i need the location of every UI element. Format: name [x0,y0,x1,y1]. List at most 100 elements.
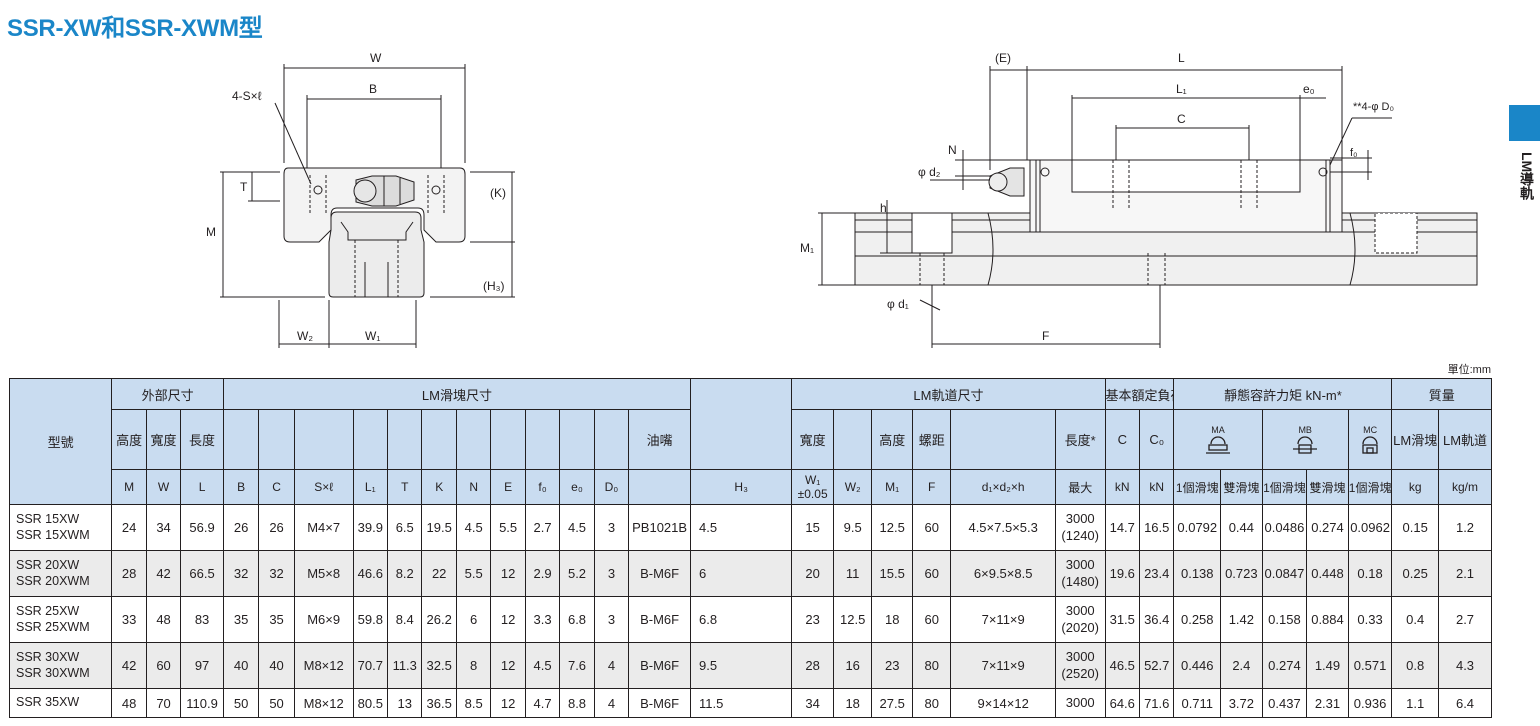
hdr-length: 長度 [180,409,224,470]
cell-w2: 16 [832,642,873,689]
cell-m1: 12.5 [871,504,913,551]
cell-mb1: 0.0847 [1261,550,1308,597]
cell-s: M6×9 [293,596,354,643]
cell-t: 11.3 [387,642,423,689]
svg-text:W₁: W₁ [365,329,380,343]
cell-b: 35 [222,596,260,643]
cell-w1: 15 [791,504,834,551]
group-mass: 質量 [1391,378,1492,410]
cell-e: 12 [490,688,526,718]
cell-ma2: 3.72 [1220,688,1263,718]
hdr-ma: MA [1173,409,1263,470]
cell-f0: 3.3 [524,596,561,643]
cell-l: 66.5 [180,550,224,597]
cell-t: 8.4 [387,596,423,643]
cell-w2: 9.5 [832,504,873,551]
cell-f: 80 [911,688,952,718]
cell-k: 26.2 [421,596,457,643]
cell-mb2: 2.31 [1306,688,1349,718]
cell-l: 110.9 [180,688,224,718]
cell-mb: 0.25 [1391,550,1440,597]
cell-c0: 52.7 [1138,642,1175,689]
cell-e: 5.5 [490,504,526,551]
cell-ma2: 0.723 [1220,550,1263,597]
svg-text:M: M [206,225,216,239]
hdr-rail-width: 寬度 [791,409,834,470]
cell-mc1: 0.33 [1347,596,1393,643]
cell-w: 60 [145,642,182,689]
cell-b: 40 [222,642,260,689]
group-moment: 靜態容許力矩 kN-m* [1173,378,1393,410]
cell-c: 35 [258,596,295,643]
hdr-rail-height: 高度 [871,409,913,470]
cell-f: 60 [911,550,952,597]
hdr-c: C [1104,409,1140,470]
cell-e0: 5.2 [559,550,595,597]
cell-m1: 18 [871,596,913,643]
cell-mb: 0.8 [1391,642,1440,689]
svg-text:C: C [1177,112,1186,126]
cell-d0: 4 [593,642,630,689]
cell-mr: 2.7 [1438,596,1492,643]
svg-text:4-S×ℓ: 4-S×ℓ [232,89,262,103]
hdr-width: 寬度 [145,409,182,470]
cell-w2: 11 [832,550,873,597]
cell-b: 32 [222,550,260,597]
cell-k: 22 [421,550,457,597]
hdr-c0: C₀ [1138,409,1175,470]
cell-m: 28 [111,550,147,597]
svg-text:h: h [880,201,887,215]
svg-text:φ d₁: φ d₁ [887,297,909,311]
svg-text:(K): (K) [490,186,506,200]
cell-mb: 1.1 [1391,688,1440,718]
cell-c: 50 [258,688,295,718]
group-block: LM滑塊尺寸 [222,378,692,410]
cell-ma1: 0.258 [1173,596,1222,643]
cell-m: 24 [111,504,147,551]
side-view-drawing [818,66,1478,348]
cell-mb: 0.4 [1391,596,1440,643]
cell-mb1: 0.158 [1261,596,1308,643]
cell-m: 42 [111,642,147,689]
svg-text:T: T [240,180,248,194]
cell-f: 60 [911,504,952,551]
svg-text:(E): (E) [995,51,1011,65]
cell-cd: 46.5 [1104,642,1140,689]
cell-mr: 1.2 [1438,504,1492,551]
moment-c-icon [1362,436,1378,454]
cell-mr: 6.4 [1438,688,1492,718]
cell-e: 12 [490,596,526,643]
cell-s: M8×12 [293,642,354,689]
cell-c0: 23.4 [1138,550,1175,597]
group-outer: 外部尺寸 [111,378,224,410]
cell-mb2: 0.884 [1306,596,1349,643]
cell-f: 80 [911,642,952,689]
cell-w2: 18 [832,688,873,718]
cell-mc1: 0.18 [1347,550,1393,597]
cell-mc1: 0.0962 [1347,504,1393,551]
cell-ma1: 0.711 [1173,688,1222,718]
cell-c: 40 [258,642,295,689]
cell-n: 8.5 [455,688,492,718]
cell-m: 33 [111,596,147,643]
svg-text:M₁: M₁ [800,241,814,255]
cell-cd: 64.6 [1104,688,1140,718]
cell-e: 12 [490,550,526,597]
hdr-block-mass: LM滑塊 [1391,409,1440,470]
svg-text:**4-φ D₀: **4-φ D₀ [1353,101,1394,113]
cell-nipple: B-M6F [628,642,692,689]
cell-ma1: 0.138 [1173,550,1222,597]
hdr-rail-length: 長度* [1054,409,1106,470]
cell-len: 3000(2020) [1054,596,1106,643]
cell-m1: 15.5 [871,550,913,597]
cell-h3: 11.5 [690,688,793,718]
cell-k: 32.5 [421,642,457,689]
cell-l: 83 [180,596,224,643]
cell-dh: 4.5×7.5×5.3 [950,504,1056,551]
cell-f: 60 [911,596,952,643]
